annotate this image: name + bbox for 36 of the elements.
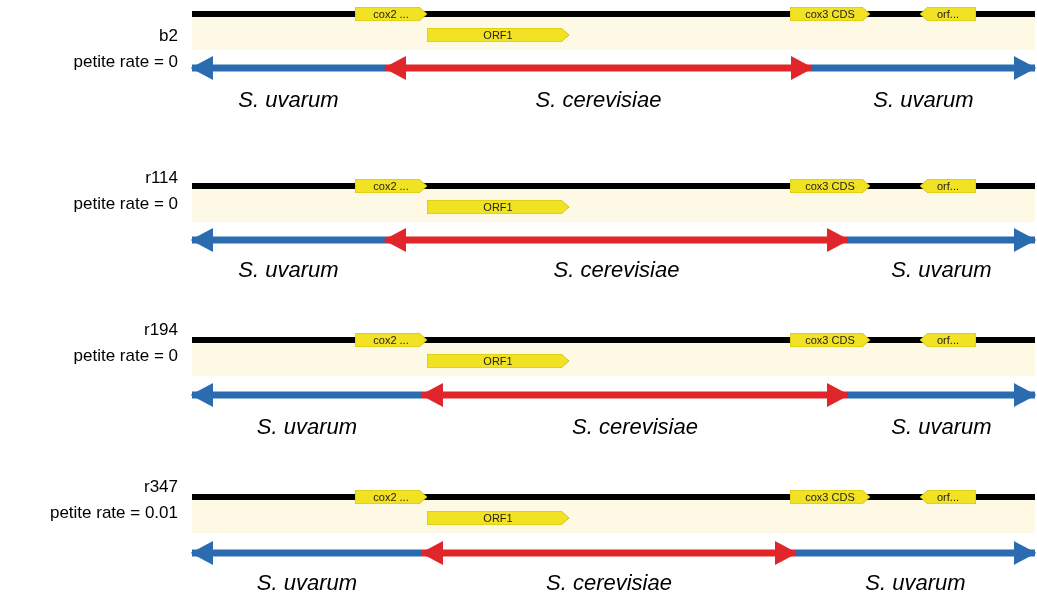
sample-name: r194 (143, 320, 178, 340)
petite-rate-text: petite rate = 0 (73, 346, 178, 366)
sample-name: b2 (159, 26, 178, 46)
species-name: S. uvarum (865, 570, 966, 596)
feature-arrow: ORF1 (427, 28, 569, 42)
feature-arrow: cox3 CDS (790, 490, 870, 504)
species-name: S. uvarum (256, 570, 358, 596)
petite-rate-text: petite rate = 0.01 (49, 503, 178, 523)
sample-name: r114 (145, 168, 178, 188)
species-name: S. uvarum (238, 257, 339, 283)
species-name: S. uvarum (873, 87, 974, 113)
species-name: S. cerevisiae (546, 570, 672, 596)
species-name: S. uvarum (256, 414, 358, 440)
feature-arrow: ORF1 (427, 354, 569, 368)
species-name: S. uvarum (238, 87, 339, 113)
sample-name: r347 (143, 477, 178, 497)
species-name: S. cerevisiae (535, 87, 662, 113)
feature-arrow: ORF1 (427, 511, 569, 525)
feature-arrow: cox2 ... (355, 7, 427, 21)
feature-arrow: orf... (920, 7, 976, 21)
feature-arrow: orf... (920, 333, 976, 347)
feature-arrow: ORF1 (427, 200, 569, 214)
species-name: S. cerevisiae (553, 257, 680, 283)
feature-arrow: cox2 ... (355, 490, 427, 504)
feature-arrow: cox3 CDS (790, 7, 870, 21)
feature-arrow: cox3 CDS (790, 333, 870, 347)
feature-arrow: cox2 ... (355, 333, 427, 347)
species-name: S. cerevisiae (572, 414, 698, 440)
feature-arrow: orf... (920, 179, 976, 193)
petite-rate-text: petite rate = 0 (73, 52, 178, 72)
species-name: S. uvarum (891, 414, 992, 440)
petite-rate-text: petite rate = 0 (73, 194, 178, 214)
feature-arrow: orf... (920, 490, 976, 504)
species-name: S. uvarum (891, 257, 992, 283)
feature-arrow: cox2 ... (355, 179, 427, 193)
feature-arrow: cox3 CDS (790, 179, 870, 193)
